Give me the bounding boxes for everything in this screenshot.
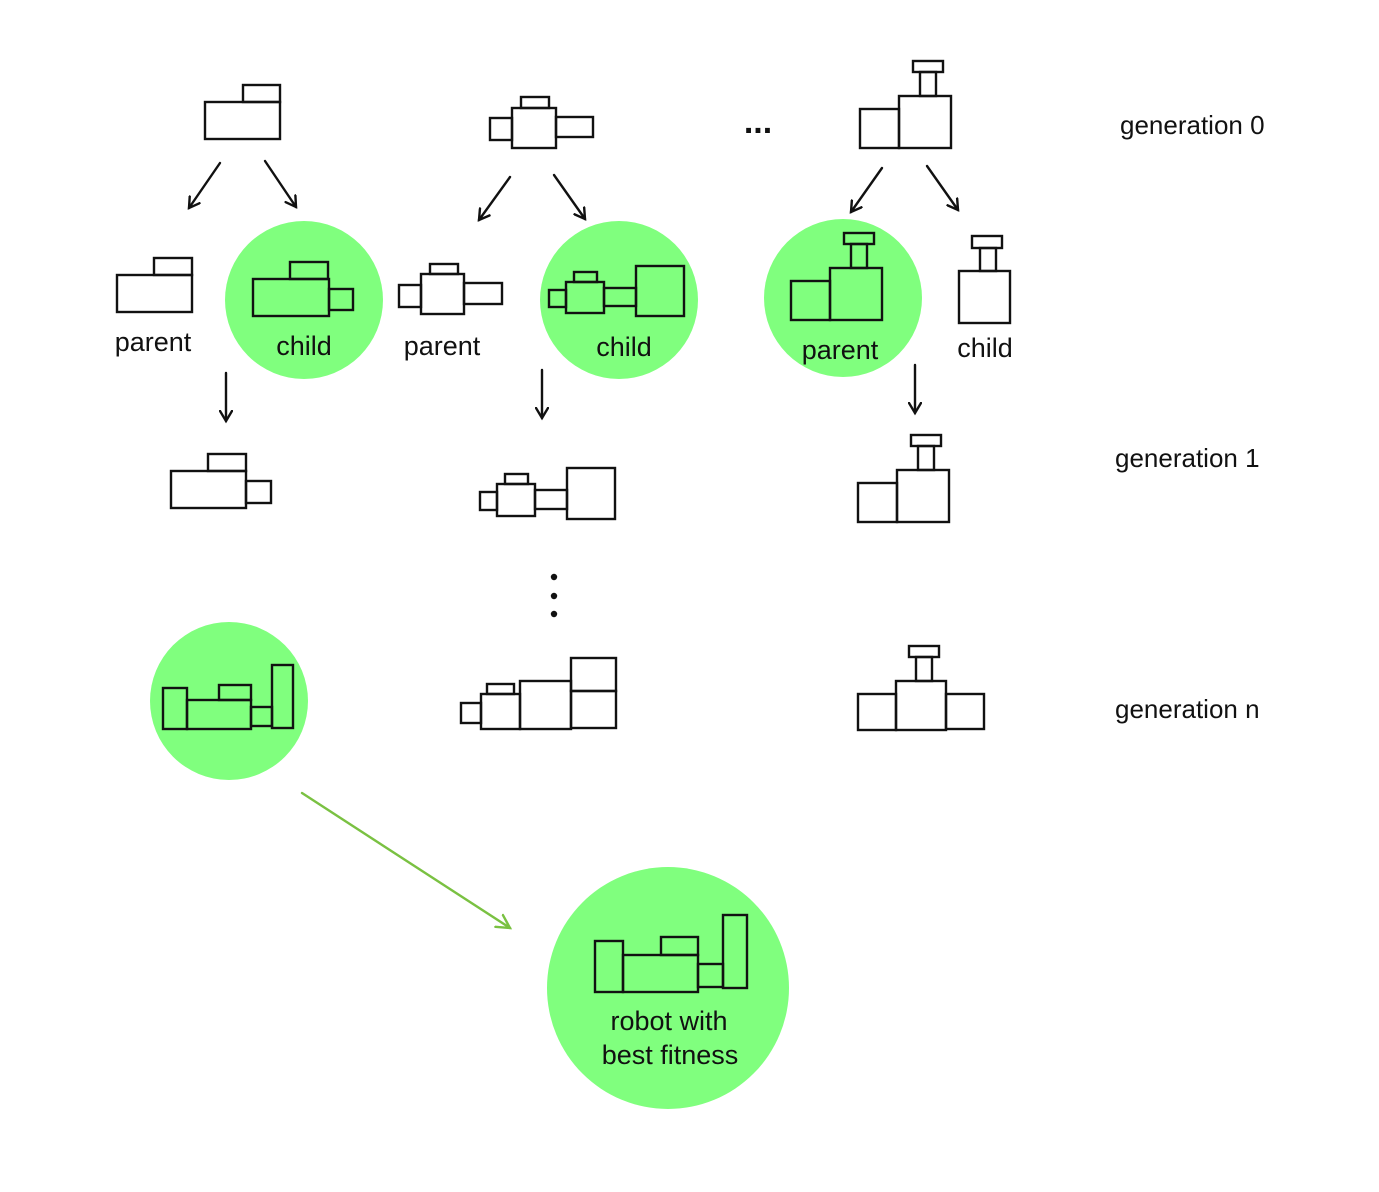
label-col2-parent: parent bbox=[404, 331, 481, 361]
robot-result-best bbox=[593, 913, 749, 994]
label-col2-child: child bbox=[596, 332, 652, 362]
ellipsis-generation-0: ... bbox=[744, 103, 772, 141]
highlight-circle-col2-child bbox=[540, 221, 698, 379]
highlight-circle-col1-child bbox=[225, 221, 383, 379]
robot-genn-col3 bbox=[856, 644, 986, 732]
result-label-line1: robot with bbox=[610, 1006, 727, 1036]
robot-genn-col1-best bbox=[161, 663, 295, 731]
result-label-line2: best fitness bbox=[602, 1040, 739, 1070]
label-col3-parent: parent bbox=[802, 335, 879, 365]
robot-gen1-col2 bbox=[478, 466, 617, 521]
label-col3-child: child bbox=[957, 333, 1013, 363]
generation-label-1: generation 1 bbox=[1115, 443, 1260, 473]
arrow-col1-to-child bbox=[263, 159, 296, 207]
vertical-ellipsis bbox=[550, 573, 558, 618]
robot-col2-child bbox=[547, 264, 686, 318]
label-col1-parent: parent bbox=[115, 327, 192, 357]
robot-col3-parent bbox=[789, 231, 884, 322]
robot-col1-parent bbox=[115, 256, 194, 314]
robot-gen1-col3 bbox=[856, 433, 951, 524]
arrow-col2-to-child bbox=[552, 173, 585, 219]
highlight-circle-result bbox=[547, 867, 789, 1109]
robot-gen1-col1 bbox=[169, 452, 273, 510]
arrow-col3-to-parent bbox=[851, 166, 884, 212]
highlight-circle-col3-parent bbox=[764, 219, 922, 377]
arrow-col3-to-child bbox=[925, 164, 958, 210]
robot-col2-parent bbox=[397, 262, 504, 316]
generation-label-n: generation n bbox=[1115, 694, 1260, 724]
label-col1-child: child bbox=[276, 331, 332, 361]
arrow-col1-to-parent bbox=[189, 161, 222, 208]
robot-gen0-col3 bbox=[858, 59, 953, 150]
robot-gen0-col1 bbox=[203, 83, 282, 141]
robot-genn-col2 bbox=[459, 656, 618, 731]
arrow-best-to-result bbox=[300, 791, 510, 928]
robot-gen0-col2 bbox=[488, 95, 595, 150]
robot-col3-child bbox=[957, 234, 1012, 325]
generation-label-0: generation 0 bbox=[1120, 110, 1265, 140]
robot-col1-child bbox=[251, 260, 355, 318]
arrow-col2-to-parent bbox=[479, 175, 512, 220]
